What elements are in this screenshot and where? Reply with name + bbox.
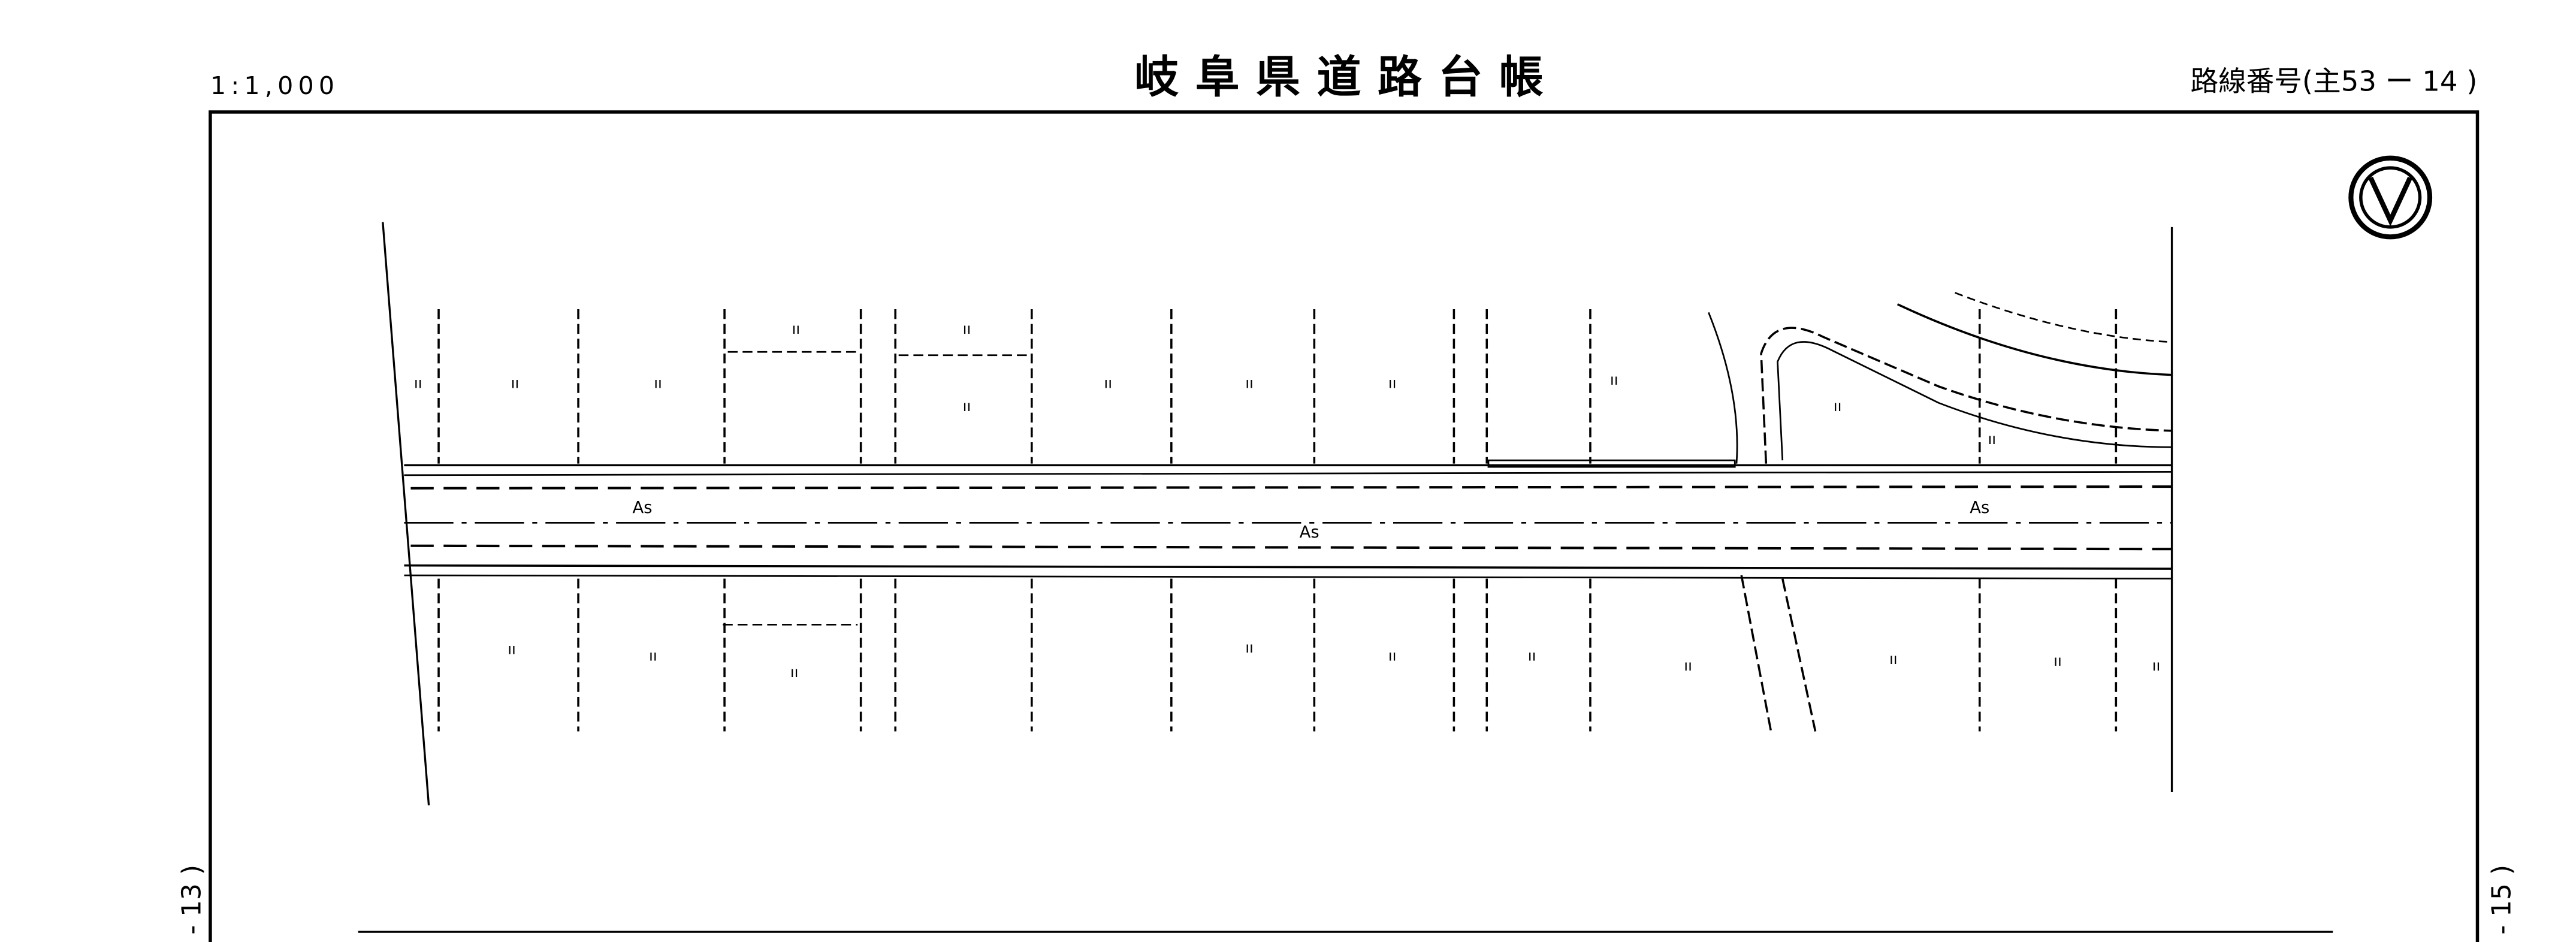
- road-plan: ıı ıı ıı ıı ıı ıı ıı ıı ıı ıı ıı ıı ıı ıı ıı ıı ıı ıı ıı ıı…: [382, 222, 2173, 806]
- land-use-symbol: ıı: [1245, 375, 1254, 392]
- pavement-label: As: [1970, 499, 1989, 517]
- land-use-symbol: ıı: [511, 375, 520, 392]
- pavement-label: As: [1300, 523, 1319, 542]
- land-use-symbol: ıı: [2053, 652, 2062, 669]
- map-frame: [209, 110, 2480, 942]
- sheet-title: 岐阜県道路台帳: [1134, 52, 1560, 103]
- land-use-symbol: ıı: [1528, 647, 1536, 665]
- land-use-symbol: ıı: [1684, 657, 1692, 674]
- land-use-symbol: ıı: [649, 647, 657, 665]
- next-sheet-label: ( - 15 ): [2486, 865, 2517, 942]
- land-use-symbol: ıı: [508, 641, 516, 658]
- land-use-symbol: ıı: [792, 320, 801, 337]
- land-use-symbol: ıı: [2152, 657, 2161, 674]
- land-use-symbol: ıı: [1388, 375, 1397, 392]
- land-use-symbol: ıı: [790, 663, 799, 681]
- scale-label: 1:1,000: [210, 71, 339, 100]
- pavement-label: As: [632, 499, 652, 517]
- land-use-symbol: ıı: [1889, 650, 1898, 668]
- previous-sheet-label: ( - 13 ): [176, 865, 207, 942]
- land-use-symbol: ıı: [1834, 397, 1842, 415]
- land-use-symbol: ıı: [1988, 430, 1996, 448]
- land-use-symbol: ıı: [654, 375, 662, 392]
- land-use-symbol: ıı: [963, 397, 971, 415]
- land-use-symbol: ıı: [414, 375, 422, 392]
- land-use-symbol: ıı: [1104, 375, 1112, 392]
- land-use-symbol: ıı: [1245, 639, 1254, 656]
- land-use-symbol: ıı: [963, 320, 971, 337]
- land-use-symbol: ıı: [1610, 371, 1618, 388]
- land-use-symbol: ıı: [1388, 647, 1397, 665]
- north-arrow-icon: [2348, 155, 2433, 240]
- route-number: 路線番号(主53 ー 14 ): [2191, 65, 2478, 97]
